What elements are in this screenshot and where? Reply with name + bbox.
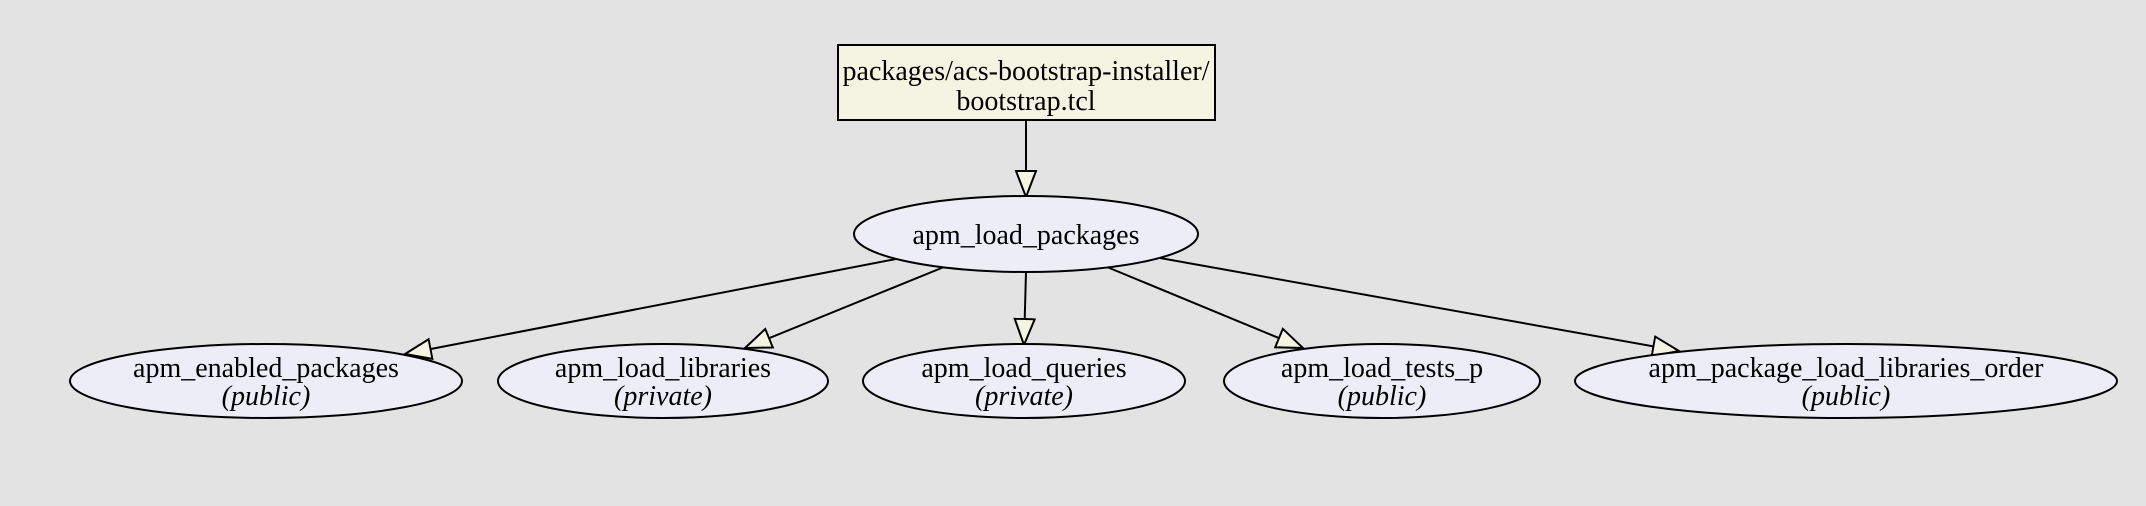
proc-node-ellipse[interactable] — [1223, 343, 1541, 419]
edge-to-apm-enabled-packages — [402, 258, 897, 361]
node-apm-load-tests-p[interactable]: apm_load_tests_p (public) — [1223, 343, 1541, 419]
proc-node-ellipse[interactable] — [862, 343, 1186, 419]
file-node-box[interactable] — [837, 44, 1216, 121]
proc-node-ellipse[interactable] — [1574, 343, 2118, 419]
file-node-label-line1: packages/acs-bootstrap-installer/ — [843, 56, 1210, 87]
proc-visibility-label: (private) — [975, 381, 1073, 412]
edge-group — [402, 120, 1682, 361]
node-apm-load-packages[interactable]: apm_load_packages — [853, 195, 1199, 273]
node-apm-load-queries[interactable]: apm_load_queries (private) — [862, 343, 1186, 419]
node-apm-package-load-libraries-order[interactable]: apm_package_load_libraries_order (public… — [1574, 343, 2118, 419]
node-apm-load-libraries[interactable]: apm_load_libraries (private) — [497, 343, 829, 419]
proc-visibility-label: (public) — [1802, 381, 1891, 412]
edge-to-apm-load-libraries — [742, 266, 945, 350]
proc-visibility-label: (public) — [222, 381, 311, 412]
edge-to-apm-load-queries — [1013, 271, 1037, 348]
proc-node-label: apm_load_libraries — [555, 353, 771, 384]
node-bootstrap-tcl[interactable]: packages/acs-bootstrap-installer/ bootst… — [837, 44, 1216, 121]
proc-visibility-label: (private) — [614, 381, 712, 412]
file-node-label-line2: bootstrap.tcl — [956, 86, 1095, 117]
proc-node-ellipse[interactable] — [69, 343, 463, 419]
node-apm-enabled-packages[interactable]: apm_enabled_packages (public) — [69, 343, 463, 419]
proc-node-label: apm_package_load_libraries_order — [1649, 353, 2045, 384]
proc-node-ellipse[interactable] — [853, 195, 1199, 273]
proc-node-label: apm_load_tests_p — [1281, 353, 1483, 384]
proc-node-label: apm_enabled_packages — [133, 353, 399, 384]
proc-node-label: apm_load_packages — [912, 220, 1139, 251]
proc-node-label: apm_load_queries — [921, 353, 1126, 384]
edge-to-apm-package-load-libraries-order — [1159, 257, 1682, 358]
edge-to-apm-load-tests-p — [1106, 266, 1306, 350]
proc-visibility-label: (public) — [1338, 381, 1427, 412]
proc-node-ellipse[interactable] — [497, 343, 829, 419]
